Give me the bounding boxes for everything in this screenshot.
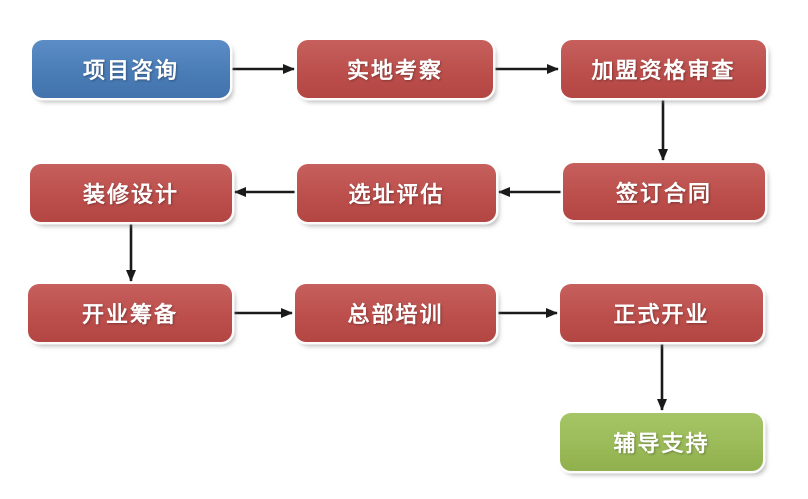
flow-node-project-consultation: 项目咨询 bbox=[32, 40, 230, 98]
flow-node-site-visit: 实地考察 bbox=[297, 40, 493, 98]
flow-node-official-opening: 正式开业 bbox=[560, 284, 763, 342]
flow-node-guidance-support: 辅导支持 bbox=[560, 413, 763, 471]
flow-node-site-selection-evaluation: 选址评估 bbox=[297, 164, 496, 222]
flow-node-decoration-design: 装修设计 bbox=[30, 164, 232, 222]
flow-node-headquarters-training: 总部培训 bbox=[295, 284, 496, 342]
flow-node-franchise-qualification-review: 加盟资格审查 bbox=[561, 40, 766, 98]
flow-node-opening-preparation: 开业筹备 bbox=[28, 284, 232, 342]
flow-node-sign-contract: 签订合同 bbox=[563, 163, 765, 220]
